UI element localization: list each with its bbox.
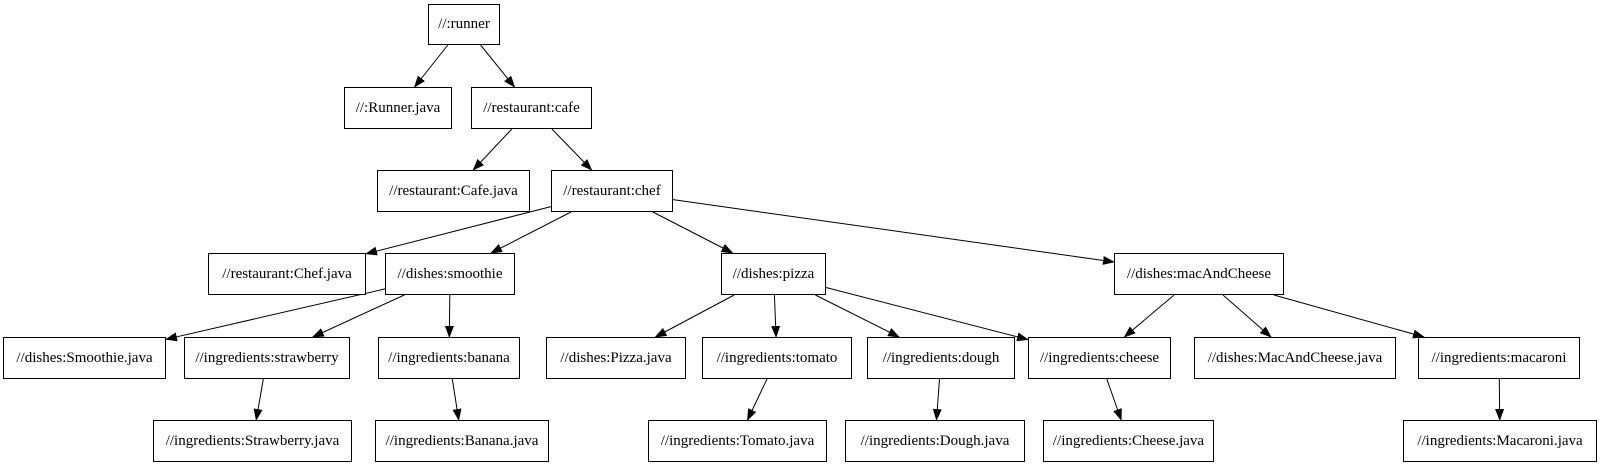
edge-pizza-to-tomato (771, 294, 781, 338)
edge-macandcheese-to-mac_java (1222, 294, 1272, 338)
edge-pizza-to-dough (815, 294, 900, 338)
graph-node-cafe: //restaurant:cafe (471, 87, 592, 129)
edge-chef-to-smoothie (490, 211, 572, 254)
edge-macandcheese-to-macaroni (1273, 294, 1425, 339)
graph-node-label: //:runner (438, 16, 490, 32)
graph-node-label: //dishes:smoothie (397, 265, 503, 282)
edge-smoothie-to-smoothie_java (165, 288, 386, 342)
graph-node-label: //dishes:Smoothie.java (16, 349, 153, 366)
graph-node-tomato: //ingredients:tomato (702, 337, 852, 379)
graph-node-label: //ingredients:Dough.java (860, 432, 1010, 449)
graph-node-label: //dishes:MacAndCheese.java (1207, 349, 1383, 366)
edge-smoothie-to-strawberry (311, 294, 405, 338)
graph-node-label: //ingredients:banana (388, 349, 510, 366)
edge-smoothie-to-banana (444, 294, 454, 338)
edge-cafe-to-cafe_java (472, 128, 513, 171)
graph-node-label: //dishes:pizza (732, 265, 815, 282)
graph-node-label: //restaurant:Cafe.java (389, 182, 518, 199)
graph-node-banana: //ingredients:banana (378, 337, 520, 379)
edge-cheese-to-cheese_java (1106, 378, 1122, 421)
graph-node-strawberry_java: //ingredients:Strawberry.java (153, 420, 352, 462)
graph-node-macaroni: //ingredients:macaroni (1418, 337, 1580, 379)
edge-strawberry-to-strawberry_java (253, 378, 264, 421)
graph-node-cafe_java: //restaurant:Cafe.java (377, 170, 530, 212)
graph-node-label: //dishes:Pizza.java (560, 349, 672, 366)
edge-cafe-to-chef (551, 128, 593, 171)
graph-node-label: //ingredients:cheese (1039, 349, 1160, 366)
graph-node-label: //restaurant:Chef.java (222, 265, 352, 282)
edge-chef-to-pizza (652, 211, 734, 254)
graph-node-banana_java: //ingredients:Banana.java (375, 420, 549, 462)
graph-node-runner_java: //:Runner.java (344, 87, 452, 129)
graph-node-pizza_java: //dishes:Pizza.java (546, 337, 686, 379)
graph-node-chef_java: //restaurant:Chef.java (208, 253, 366, 295)
graph-node-label: //restaurant:cafe (483, 99, 580, 116)
graph-node-strawberry: //ingredients:strawberry (184, 337, 350, 379)
graph-node-label: //ingredients:Cheese.java (1052, 432, 1205, 449)
edge-banana-to-banana_java (451, 378, 462, 421)
edge-dough-to-dough_java (932, 378, 942, 421)
graph-node-cheese: //ingredients:cheese (1028, 337, 1171, 379)
graph-node-chef: //restaurant:chef (551, 170, 673, 212)
graph-node-macandcheese: //dishes:macAndCheese (1114, 253, 1284, 295)
graph-node-label: //ingredients:Strawberry.java (165, 432, 340, 449)
graph-node-mac_java: //dishes:MacAndCheese.java (1194, 337, 1396, 379)
graph-node-label: //dishes:macAndCheese (1126, 265, 1272, 282)
graph-node-label: //ingredients:tomato (716, 349, 838, 366)
edge-macandcheese-to-cheese (1123, 294, 1175, 338)
graph-node-label: //ingredients:Tomato.java (660, 432, 815, 449)
edge-runner-to-cafe (480, 44, 516, 88)
graph-node-label: //restaurant:chef (563, 182, 661, 199)
graph-node-label: //ingredients:strawberry (195, 349, 339, 366)
graph-node-runner: //:runner (428, 4, 500, 45)
graph-node-label: //ingredients:Macaroni.java (1417, 432, 1583, 449)
graph-node-label: //ingredients:dough (882, 349, 1000, 366)
graph-node-macaroni_java: //ingredients:Macaroni.java (1403, 420, 1597, 462)
graph-node-label: //:Runner.java (355, 99, 441, 116)
graph-node-label: //ingredients:Banana.java (385, 432, 539, 449)
graph-node-smoothie: //dishes:smoothie (385, 253, 515, 295)
edge-runner-to-runner_java (413, 44, 449, 88)
edge-pizza-to-pizza_java (654, 294, 735, 338)
graph-node-tomato_java: //ingredients:Tomato.java (648, 420, 827, 462)
graph-node-label: //ingredients:macaroni (1431, 349, 1567, 366)
graph-node-cheese_java: //ingredients:Cheese.java (1043, 420, 1214, 462)
graph-node-dough_java: //ingredients:Dough.java (845, 420, 1025, 462)
edge-pizza-to-cheese (825, 287, 1029, 342)
graph-node-dough: //ingredients:dough (867, 337, 1015, 379)
edge-tomato-to-tomato_java (747, 378, 768, 421)
graph-node-pizza: //dishes:pizza (721, 253, 826, 295)
edge-chef-to-chef_java (365, 206, 552, 256)
edge-chef-to-macandcheese (672, 199, 1115, 265)
graph-node-smoothie_java: //dishes:Smoothie.java (3, 337, 166, 379)
